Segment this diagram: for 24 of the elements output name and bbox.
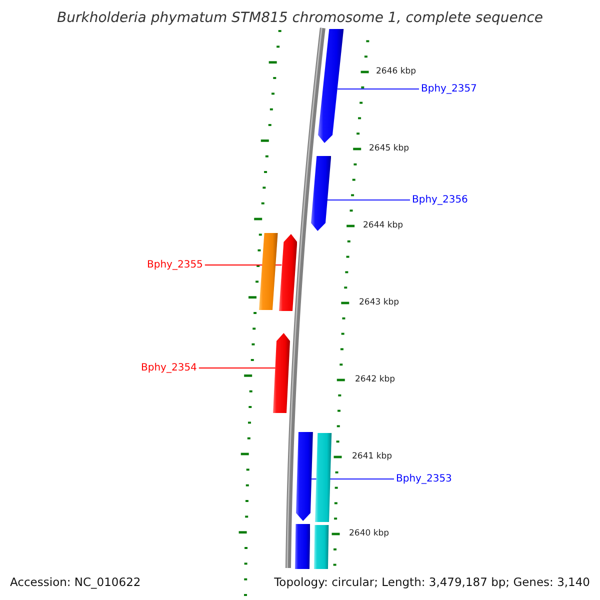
leader-line <box>337 88 420 90</box>
scale-label: 2645 kbp <box>369 144 410 154</box>
scale-label: 2641 kbp <box>352 452 392 462</box>
topology-text: Topology: circular; Length: 3,479,187 bp; Genes: 3,140 <box>272 574 592 590</box>
gene-label: Bphy_2356 <box>412 194 468 206</box>
gene-label: Bphy_2357 <box>421 82 477 96</box>
scale-label: 2643 kbp <box>359 298 400 308</box>
scale-label: 2646 kbp <box>376 66 416 78</box>
gene-label: Bphy_2355 <box>147 258 203 272</box>
gene-track-block <box>295 524 310 569</box>
gene-feature <box>273 333 290 413</box>
scale-label: 2642 kbp <box>355 374 396 386</box>
gene-label: Bphy_2353 <box>396 472 452 486</box>
gene-feature <box>278 234 297 311</box>
scale-label: 2640 kbp <box>349 528 390 540</box>
scale-label: 2644 kbp <box>363 220 404 232</box>
gene-track-block <box>314 433 332 522</box>
gene-feature <box>310 156 331 231</box>
gene-track-block <box>259 233 278 310</box>
gene-feature <box>318 29 344 143</box>
gene-feature <box>296 432 314 521</box>
gene-label: Bphy_2354 <box>141 362 197 374</box>
gene-track-block <box>314 525 329 569</box>
accession-text: Accession: NC_010622 <box>9 574 142 590</box>
